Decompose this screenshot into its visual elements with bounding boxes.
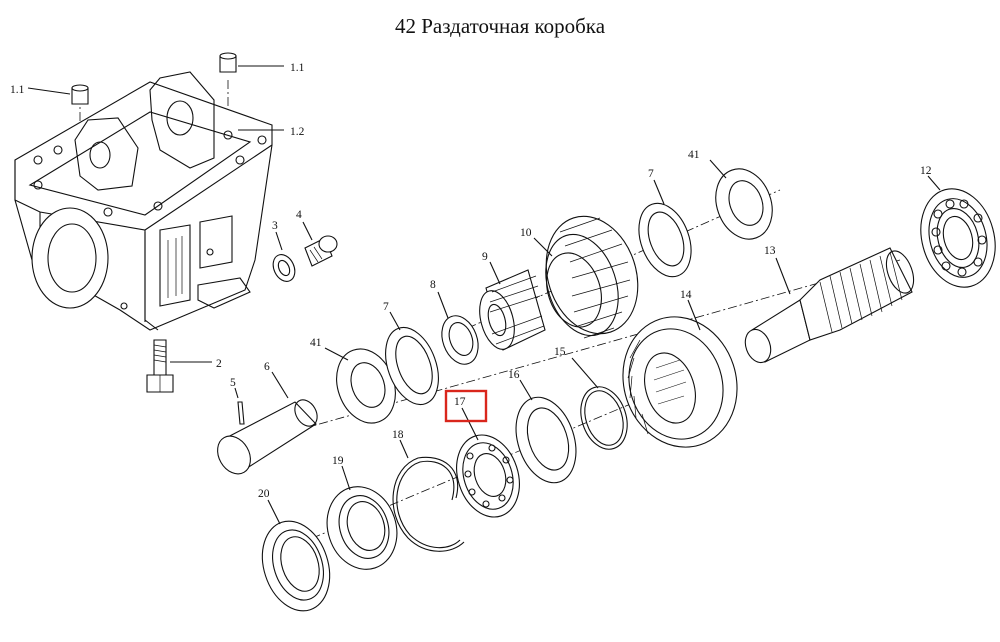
label-7-left: 7 <box>383 301 389 313</box>
label-10: 10 <box>520 227 532 239</box>
pin-1-1-left <box>27 84 89 105</box>
circlip-15 <box>571 357 628 450</box>
label-20: 20 <box>258 488 270 500</box>
label-19: 19 <box>332 455 344 467</box>
label-14: 14 <box>680 289 692 301</box>
label-41-left: 41 <box>310 337 322 349</box>
label-13: 13 <box>764 245 776 257</box>
bearing-17 <box>456 407 520 518</box>
plug-4 <box>302 221 338 267</box>
label-6: 6 <box>264 361 270 373</box>
gear-10 <box>533 215 639 339</box>
washer-16 <box>515 379 577 484</box>
gear-14 <box>622 299 738 448</box>
seal-cover-20 <box>261 499 331 612</box>
splined-shaft-13 <box>744 247 915 364</box>
label-17: 17 <box>454 396 466 408</box>
washer-3 <box>272 231 296 282</box>
shaft-6 <box>217 371 318 475</box>
pin-1-1-right <box>219 52 284 73</box>
washer-7-right <box>638 179 692 278</box>
label-5: 5 <box>230 377 236 389</box>
snap-ring-18 <box>392 439 465 552</box>
bearing-12 <box>920 175 996 288</box>
label-12: 12 <box>920 165 932 177</box>
label-2: 2 <box>216 358 222 370</box>
washer-7-left <box>385 311 439 406</box>
label-41-right: 41 <box>688 149 700 161</box>
ring-8 <box>437 291 479 365</box>
label-15: 15 <box>554 346 566 358</box>
bolt-2 <box>146 339 212 393</box>
diagram-title: 42 Раздаточная коробка <box>394 14 606 38</box>
label-1-1-right: 1.1 <box>290 62 305 74</box>
highlight-box-17 <box>444 389 488 423</box>
label-16: 16 <box>508 369 520 381</box>
thrust-washer-41-left <box>324 347 396 424</box>
label-4: 4 <box>296 209 302 221</box>
label-3: 3 <box>272 220 278 232</box>
thrust-washer-41-right <box>709 159 773 240</box>
seal-19 <box>326 465 398 570</box>
label-9: 9 <box>482 251 488 263</box>
splined-sleeve-9 <box>479 261 546 351</box>
label-1-2: 1.2 <box>290 126 305 138</box>
label-7-right: 7 <box>648 168 654 180</box>
housing <box>14 71 273 331</box>
callout-labels: 1.1 1.1 1.2 2 3 4 5 6 41 7 8 9 10 7 41 1… <box>10 62 932 500</box>
label-8: 8 <box>430 279 436 291</box>
label-18: 18 <box>392 429 404 441</box>
label-1-1-left: 1.1 <box>10 84 25 96</box>
pin-5 <box>234 387 245 425</box>
